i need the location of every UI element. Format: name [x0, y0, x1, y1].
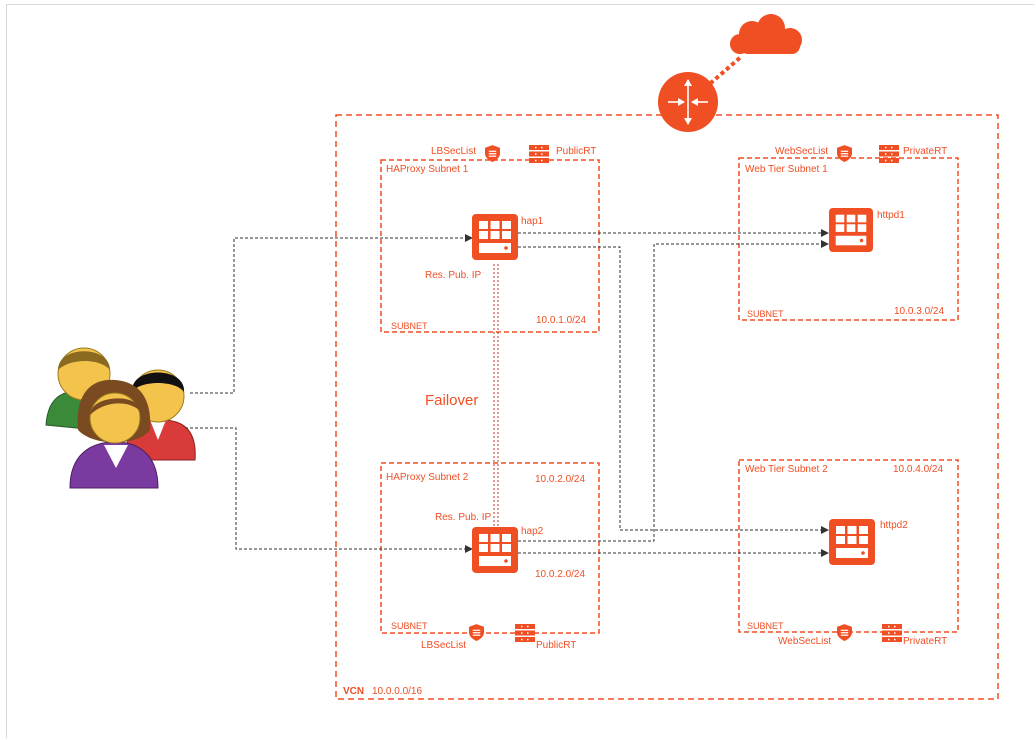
vcn-cidr-label: 10.0.0.0/16	[372, 686, 423, 697]
haproxy1-reserved-ip-label: Res. Pub. IP	[425, 270, 482, 281]
web2-route-table-icon	[882, 624, 902, 642]
web1-security-list-label: WebSecList	[775, 146, 829, 157]
cloud-icon	[730, 14, 802, 54]
user-to-hap2-connector	[185, 427, 473, 553]
httpd1-instance-icon[interactable]	[829, 208, 873, 252]
haproxy2-route-table-icon	[515, 624, 535, 642]
haproxy2-subnet-type-label: SUBNET	[391, 621, 428, 631]
user-to-hap1-connector	[190, 234, 473, 394]
web2-route-table-label: PrivateRT	[903, 636, 948, 647]
web2-subnet-title: Web Tier Subnet 2	[745, 464, 828, 475]
web1-cidr-label: 10.0.3.0/24	[894, 306, 945, 317]
haproxy1-cidr-label: 10.0.1.0/24	[536, 315, 587, 326]
web2-security-list-icon	[837, 624, 852, 641]
web2-subnet-type-label: SUBNET	[747, 621, 784, 631]
failover-label: Failover	[425, 392, 479, 409]
haproxy1-subnet-type-label: SUBNET	[391, 321, 428, 331]
web2-cidr-label: 10.0.4.0/24	[893, 464, 944, 475]
users-icon	[45, 347, 196, 489]
router-icon	[658, 72, 718, 132]
web1-route-table-label: PrivateRT	[903, 146, 948, 157]
haproxy2-route-table-label: PublicRT	[536, 640, 577, 651]
web-tier-subnet-1-boundary	[738, 157, 959, 321]
haproxy1-subnet-title: HAProxy Subnet 1	[386, 164, 469, 175]
haproxy1-route-table-icon	[529, 145, 549, 163]
haproxy2-reserved-ip-label: Res. Pub. IP	[435, 512, 492, 523]
hap1-instance-label[interactable]: hap1	[521, 216, 544, 227]
hap1-to-httpd2-connector	[518, 246, 829, 534]
hap2-instance-label[interactable]: hap2	[521, 526, 544, 537]
haproxy1-security-list-label: LBSecList	[431, 146, 477, 157]
haproxy2-cidr-top-label: 10.0.2.0/24	[535, 474, 586, 485]
httpd2-instance-icon[interactable]	[829, 519, 875, 565]
web2-security-list-label: WebSecList	[778, 636, 832, 647]
web1-subnet-title: Web Tier Subnet 1	[745, 164, 828, 175]
haproxy2-subnet-title: HAProxy Subnet 2	[386, 472, 469, 483]
httpd2-instance-label[interactable]: httpd2	[880, 520, 908, 531]
vcn-prefix-label: VCN	[343, 686, 365, 697]
haproxy2-cidr-label: 10.0.2.0/24	[535, 569, 586, 580]
web1-security-list-icon	[837, 145, 852, 162]
hap1-instance-icon[interactable]	[472, 214, 518, 260]
web1-subnet-type-label: SUBNET	[747, 309, 784, 319]
internet-link	[703, 54, 744, 90]
httpd1-instance-label[interactable]: httpd1	[877, 210, 905, 221]
haproxy2-security-list-icon	[469, 624, 484, 641]
haproxy1-route-table-label: PublicRT	[556, 146, 597, 157]
haproxy2-security-list-label: LBSecList	[421, 640, 467, 651]
canvas-frame	[6, 4, 1034, 738]
hap2-instance-icon[interactable]	[472, 527, 518, 573]
haproxy-subnet-2-boundary	[380, 462, 600, 634]
hap2-to-httpd1-connector	[518, 240, 829, 542]
web1-route-table-icon	[879, 145, 899, 163]
